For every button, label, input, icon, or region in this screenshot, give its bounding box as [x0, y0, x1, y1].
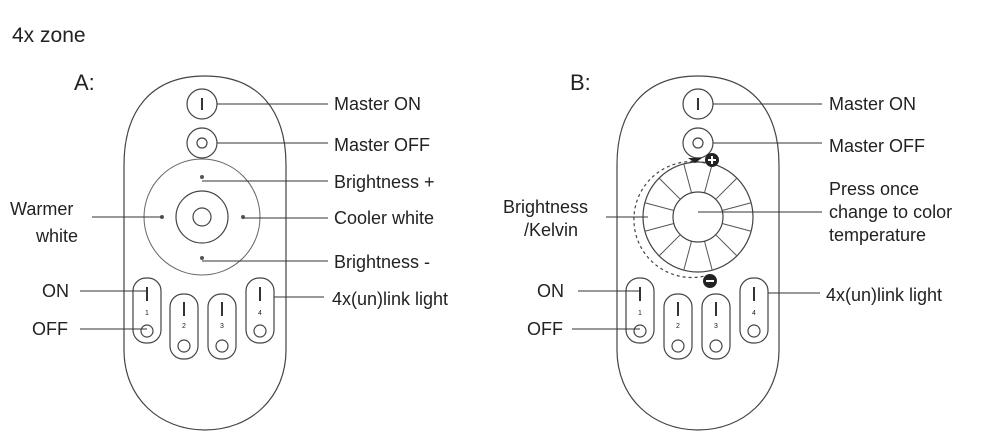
remote-b-zone-4[interactable]: 4 — [739, 277, 769, 344]
wheel-spoke — [683, 163, 693, 193]
label-a-off: OFF — [32, 319, 68, 339]
label-a-master-off: Master OFF — [334, 135, 430, 155]
svg-text:2: 2 — [182, 323, 186, 330]
svg-text:2: 2 — [676, 323, 680, 330]
svg-text:4: 4 — [752, 310, 756, 317]
remote-b-color-wheel[interactable] — [633, 153, 754, 288]
wheel-spoke — [722, 222, 752, 232]
label-b-master-on: Master ON — [829, 94, 916, 114]
arrow-marker-icon — [688, 158, 702, 163]
wheel-spoke — [703, 163, 713, 193]
remote-b-zone-3[interactable]: 3 — [701, 293, 731, 360]
label-b-off: OFF — [527, 319, 563, 339]
power-off-icon — [196, 137, 208, 149]
label-b-press-line3: temperature — [829, 225, 926, 245]
label-a-warmer-line1: Warmer — [10, 199, 73, 219]
wheel-spoke — [722, 202, 752, 212]
dashed-arc — [633, 160, 706, 279]
remote-b-master-on-button[interactable] — [682, 88, 714, 120]
remote-a-zone-1[interactable]: 1 — [132, 277, 162, 344]
label-b-brightness-kelvin-line1: Brightness — [503, 197, 588, 217]
wheel-spoke — [683, 241, 693, 271]
label-a-cooler: Cooler white — [334, 208, 434, 228]
wheel-spoke — [644, 222, 674, 232]
label-a-link: 4x(un)link light — [332, 289, 448, 309]
label-a-on: ON — [42, 281, 69, 301]
svg-text:3: 3 — [714, 323, 718, 330]
wheel-spoke — [703, 241, 713, 271]
remote-b: B: 1 — [503, 70, 952, 431]
label-a-brightness-plus: Brightness + — [334, 172, 435, 192]
remote-a-zone-2[interactable]: 2 — [169, 293, 199, 360]
label-b-brightness-kelvin-line2: /Kelvin — [524, 220, 578, 240]
remote-b-master-off-button[interactable] — [682, 127, 714, 159]
remote-a-master-on-button[interactable] — [186, 88, 218, 120]
remote-b-letter: B: — [570, 70, 591, 95]
label-a-warmer-line2: white — [35, 226, 78, 246]
remote-a: A: 1 — [10, 70, 448, 431]
label-b-master-off: Master OFF — [829, 136, 925, 156]
remote-b-zone-2[interactable]: 2 — [663, 293, 693, 360]
label-b-press-line1: Press once — [829, 179, 919, 199]
power-off-icon — [692, 137, 704, 149]
label-b-link: 4x(un)link light — [826, 285, 942, 305]
svg-text:3: 3 — [220, 323, 224, 330]
remote-a-master-off-button[interactable] — [186, 127, 218, 159]
remote-b-zone-1[interactable]: 1 — [625, 277, 655, 344]
svg-text:4: 4 — [258, 310, 262, 317]
label-b-on: ON — [537, 281, 564, 301]
remote-a-letter: A: — [74, 70, 95, 95]
diagram-title: 4x zone — [12, 24, 86, 47]
remote-a-zone-4[interactable]: 4 — [245, 277, 275, 344]
remote-b-body — [616, 75, 780, 431]
wheel-spoke — [658, 177, 681, 200]
label-a-brightness-minus: Brightness - — [334, 252, 430, 272]
svg-text:1: 1 — [638, 310, 642, 317]
wheel-spoke — [715, 234, 738, 257]
label-a-master-on: Master ON — [334, 94, 421, 114]
svg-text:1: 1 — [145, 310, 149, 317]
remote-a-zone-3[interactable]: 3 — [207, 293, 237, 360]
remote-a-body — [123, 75, 287, 431]
label-b-press-line2: change to color — [829, 202, 952, 222]
wheel-spoke — [644, 202, 674, 212]
wheel-spoke — [715, 177, 738, 200]
wheel-spoke — [658, 234, 681, 257]
